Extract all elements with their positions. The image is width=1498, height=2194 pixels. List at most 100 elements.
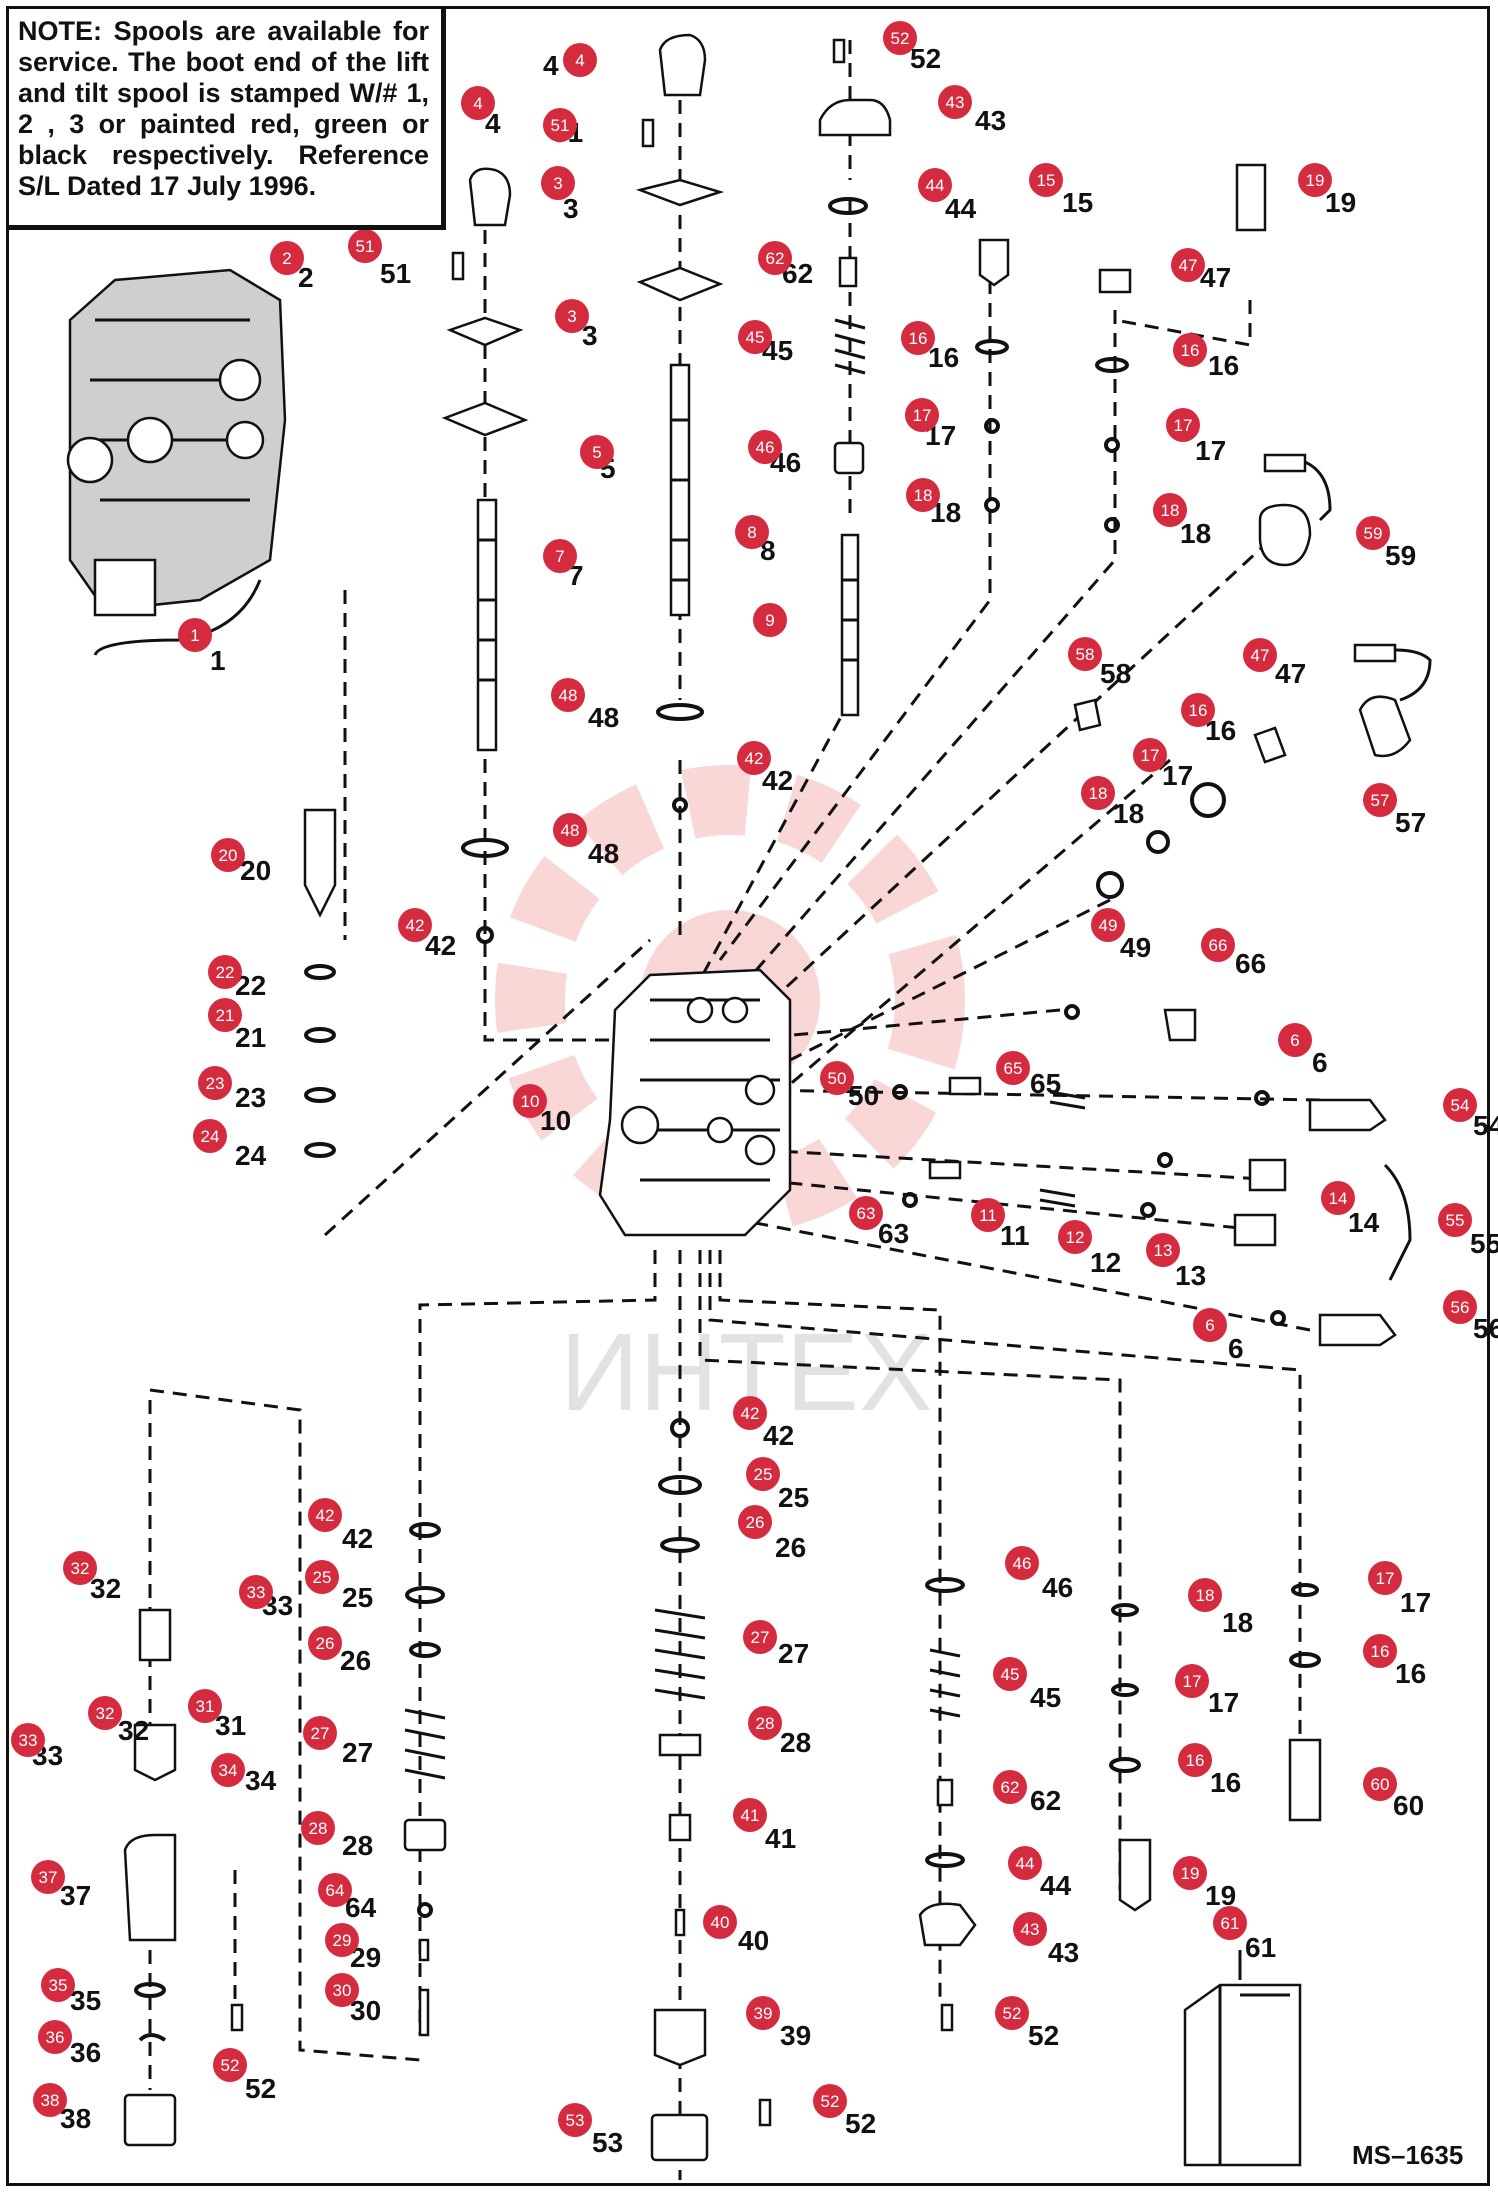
- callout-badge[interactable]: [1243, 638, 1277, 672]
- callout-badge[interactable]: [1298, 163, 1332, 197]
- part-callout[interactable]: 42: [737, 741, 771, 775]
- part-callout[interactable]: 9: [753, 603, 787, 637]
- part-callout[interactable]: 22: [208, 955, 242, 989]
- part-callout[interactable]: 7: [543, 539, 577, 573]
- part-callout[interactable]: 51: [543, 108, 577, 142]
- part-callout[interactable]: 52: [883, 21, 917, 55]
- part-callout[interactable]: 33: [239, 1575, 273, 1609]
- callout-badge[interactable]: [198, 1066, 232, 1100]
- callout-badge[interactable]: [208, 998, 242, 1032]
- part-callout[interactable]: 10: [513, 1084, 547, 1118]
- part-callout[interactable]: 59: [1356, 516, 1390, 550]
- callout-badge[interactable]: [1091, 908, 1125, 942]
- part-callout[interactable]: 37: [31, 1860, 65, 1894]
- part-callout[interactable]: 6: [1193, 1308, 1227, 1342]
- part-callout[interactable]: 57: [1363, 783, 1397, 817]
- callout-badge[interactable]: [1363, 783, 1397, 817]
- part-callout[interactable]: 65: [996, 1051, 1030, 1085]
- part-callout[interactable]: 50: [820, 1061, 854, 1095]
- part-callout[interactable]: 3: [541, 166, 575, 200]
- callout-badge[interactable]: [513, 1084, 547, 1118]
- part-callout[interactable]: 58: [1068, 637, 1102, 671]
- part-callout[interactable]: 4: [461, 86, 495, 120]
- callout-badge[interactable]: [733, 1396, 767, 1430]
- part-callout[interactable]: 31: [188, 1689, 222, 1723]
- callout-badge[interactable]: [1356, 516, 1390, 550]
- callout-badge[interactable]: [1363, 1634, 1397, 1668]
- callout-badge[interactable]: [318, 1873, 352, 1907]
- callout-badge[interactable]: [178, 618, 212, 652]
- part-callout[interactable]: 52: [213, 2048, 247, 2082]
- callout-badge[interactable]: [563, 43, 597, 77]
- callout-badge[interactable]: [1278, 1023, 1312, 1057]
- part-callout[interactable]: 46: [748, 430, 782, 464]
- callout-badge[interactable]: [461, 86, 495, 120]
- callout-badge[interactable]: [543, 539, 577, 573]
- callout-badge[interactable]: [738, 320, 772, 354]
- callout-badge[interactable]: [1368, 1561, 1402, 1595]
- callout-badge[interactable]: [1058, 1220, 1092, 1254]
- part-callout[interactable]: 19: [1173, 1856, 1207, 1890]
- callout-badge[interactable]: [193, 1119, 227, 1153]
- callout-badge[interactable]: [993, 1657, 1027, 1691]
- part-callout[interactable]: 36: [38, 2020, 72, 2054]
- part-callout[interactable]: 23: [198, 1066, 232, 1100]
- part-callout[interactable]: 48: [553, 813, 587, 847]
- part-callout[interactable]: 55: [1438, 1203, 1472, 1237]
- callout-badge[interactable]: [208, 955, 242, 989]
- part-callout[interactable]: 56: [1443, 1290, 1477, 1324]
- part-callout[interactable]: 27: [303, 1716, 337, 1750]
- part-callout[interactable]: 60: [1363, 1767, 1397, 1801]
- part-callout[interactable]: 49: [1091, 908, 1125, 942]
- callout-badge[interactable]: [63, 1551, 97, 1585]
- callout-badge[interactable]: [1005, 1546, 1039, 1580]
- part-callout[interactable]: 38: [33, 2083, 67, 2117]
- part-callout[interactable]: 54: [1443, 1088, 1477, 1122]
- part-callout[interactable]: 29: [325, 1923, 359, 1957]
- callout-badge[interactable]: [906, 478, 940, 512]
- callout-badge[interactable]: [849, 1196, 883, 1230]
- callout-badge[interactable]: [1013, 1912, 1047, 1946]
- part-callout[interactable]: 32: [63, 1551, 97, 1585]
- part-callout[interactable]: 16: [1173, 333, 1207, 367]
- part-callout[interactable]: 30: [325, 1973, 359, 2007]
- callout-badge[interactable]: [883, 21, 917, 55]
- part-callout[interactable]: 64: [318, 1873, 352, 1907]
- callout-badge[interactable]: [733, 1798, 767, 1832]
- part-callout[interactable]: 6: [1278, 1023, 1312, 1057]
- part-callout[interactable]: 43: [1013, 1912, 1047, 1946]
- callout-badge[interactable]: [308, 1626, 342, 1660]
- part-callout[interactable]: 3: [555, 299, 589, 333]
- callout-badge[interactable]: [1443, 1290, 1477, 1324]
- part-callout[interactable]: 12: [1058, 1220, 1092, 1254]
- callout-badge[interactable]: [543, 108, 577, 142]
- callout-badge[interactable]: [211, 1753, 245, 1787]
- callout-badge[interactable]: [348, 229, 382, 263]
- callout-badge[interactable]: [270, 241, 304, 275]
- part-callout[interactable]: 16: [1181, 693, 1215, 727]
- callout-badge[interactable]: [1166, 408, 1200, 442]
- part-callout[interactable]: 17: [1368, 1561, 1402, 1595]
- callout-badge[interactable]: [558, 2103, 592, 2137]
- part-callout[interactable]: 25: [746, 1457, 780, 1491]
- part-callout[interactable]: 62: [993, 1770, 1027, 1804]
- callout-badge[interactable]: [239, 1575, 273, 1609]
- callout-badge[interactable]: [580, 435, 614, 469]
- part-callout[interactable]: 28: [301, 1811, 335, 1845]
- callout-badge[interactable]: [551, 678, 585, 712]
- callout-badge[interactable]: [1188, 1578, 1222, 1612]
- callout-badge[interactable]: [996, 1051, 1030, 1085]
- part-callout[interactable]: 26: [308, 1626, 342, 1660]
- callout-badge[interactable]: [1081, 776, 1115, 810]
- callout-badge[interactable]: [1175, 1664, 1209, 1698]
- part-callout[interactable]: 42: [308, 1498, 342, 1532]
- part-callout[interactable]: 61: [1213, 1906, 1247, 1940]
- callout-badge[interactable]: [753, 603, 787, 637]
- callout-badge[interactable]: [995, 1996, 1029, 2030]
- callout-badge[interactable]: [735, 515, 769, 549]
- callout-badge[interactable]: [993, 1770, 1027, 1804]
- part-callout[interactable]: 43: [938, 85, 972, 119]
- part-callout[interactable]: 16: [901, 321, 935, 355]
- callout-badge[interactable]: [1173, 1856, 1207, 1890]
- callout-badge[interactable]: [813, 2084, 847, 2118]
